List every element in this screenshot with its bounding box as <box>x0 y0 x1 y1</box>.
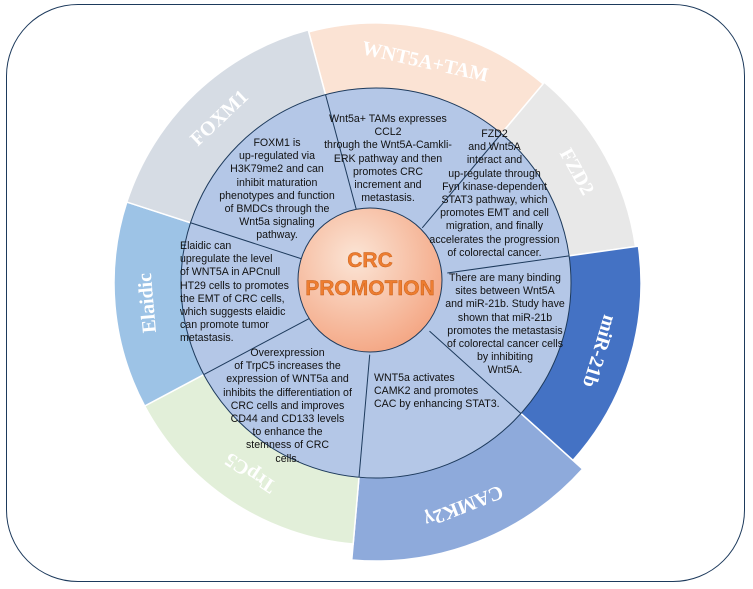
desc-line: of BMDCs through the <box>224 203 330 216</box>
desc-line: STAT3 pathway, which <box>441 194 548 207</box>
desc-line: FZD2 <box>481 128 508 140</box>
desc-line: inhibits the differentiation of <box>223 386 352 399</box>
desc-line: of WNT5A in APCnull <box>180 266 281 279</box>
divider-fzd2 <box>421 133 502 229</box>
divider-wnt5a-tam <box>325 94 358 214</box>
desc-line: and miR-21b. Study have <box>445 298 565 311</box>
desc-line: increment and <box>354 179 422 192</box>
center-circle <box>297 207 443 353</box>
center-title-line2: PROMOTION <box>305 277 435 300</box>
desc-line: by inhibiting <box>477 351 533 364</box>
desc-line: of TrpC5 increases the <box>234 360 341 373</box>
desc-line: Wnt5a+ TAMs expresses CCL2 <box>329 113 447 139</box>
desc-line: HT29 cells to promotes <box>180 279 289 292</box>
desc-line: H3K79me2 and can <box>230 163 324 176</box>
desc-line: Overexpression <box>250 347 325 359</box>
divider-camk2 <box>429 330 522 414</box>
desc-line: and Wnt5A <box>468 141 521 154</box>
desc-line: promotes the metastasis <box>447 324 563 337</box>
desc-line: pathway. <box>256 229 298 242</box>
desc-line: Wnt5a signaling <box>239 216 315 229</box>
desc-line: cells. <box>275 452 300 465</box>
desc-line: migration, and finally <box>445 220 544 233</box>
desc-line: Elaidic can <box>180 240 232 252</box>
desc-line: ERK pathway and then <box>333 152 443 165</box>
desc-line: interact and <box>466 154 523 167</box>
desc-line: accelerates the progression <box>429 233 560 246</box>
desc-line: metastasis. <box>180 332 234 345</box>
desc-line: shown that miR-21b <box>457 311 553 324</box>
desc-line: which suggests elaidic <box>180 306 286 319</box>
desc-line: promotes EMT and cell <box>440 207 549 220</box>
desc-line: up-regulated via <box>239 150 315 163</box>
desc-line: phenotypes and function <box>219 189 335 202</box>
desc-line: of colorectal cancer cells <box>447 338 563 351</box>
desc-line: of colorectal cancer. <box>447 246 542 259</box>
desc-line: metastasis. <box>361 192 415 205</box>
desc-line: up-regulate through <box>448 167 541 180</box>
desc-line: promotes CRC <box>352 165 424 178</box>
desc-line: expression of WNT5a and <box>226 373 349 386</box>
desc-line: can promote tumor <box>180 319 269 332</box>
divider-elaidic <box>203 316 313 375</box>
desc-line: There are many binding <box>449 272 561 284</box>
divider-foxm1 <box>190 222 308 262</box>
center-title-line1: CRC <box>347 249 393 272</box>
outer-label-elaidic: Elaidic <box>134 272 161 334</box>
divider-mir-21b <box>447 255 570 274</box>
desc-line: Fyn kinase-dependent <box>442 180 547 193</box>
desc-line: inhibit maturation <box>236 176 318 189</box>
desc-line: sites between Wnt5A <box>455 285 555 298</box>
desc-line: CAMK2 and promotes <box>374 385 479 398</box>
desc-line: upregulate the level <box>180 253 273 266</box>
divider-trpc5 <box>358 354 371 478</box>
desc-line: CAC by enhancing STAT3. <box>374 398 500 411</box>
desc-line: WNT5a activates <box>374 372 455 384</box>
desc-line: stemness of CRC <box>245 439 329 452</box>
desc-line: CRC cells and improves <box>230 399 345 412</box>
desc-line: Wnt5A. <box>487 364 523 377</box>
desc-line: the EMT of CRC cells, <box>180 292 285 305</box>
desc-line: to enhance the <box>252 426 323 439</box>
desc-line: CD44 and CD133 levels <box>230 413 345 426</box>
desc-line: through the Wnt5A-Camkli- <box>324 139 452 152</box>
desc-line: FOXM1 is <box>253 137 301 149</box>
